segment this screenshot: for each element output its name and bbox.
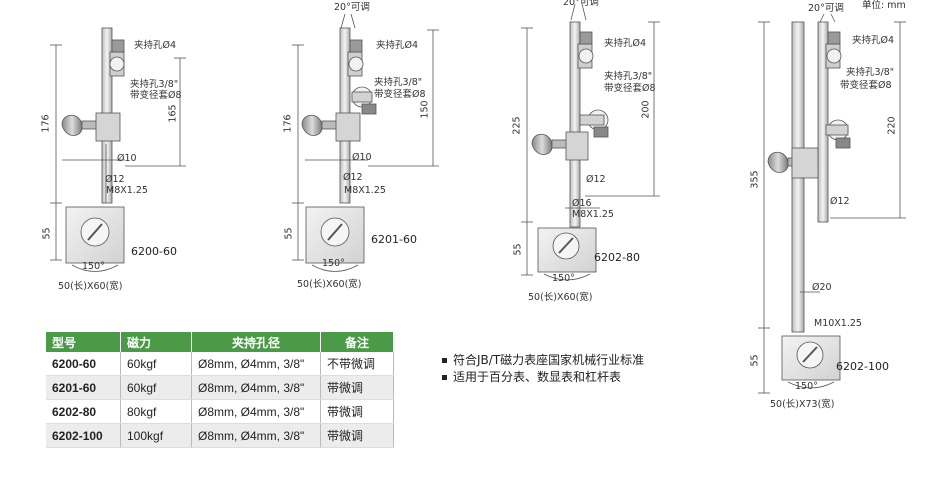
label-d10: Ø10	[117, 153, 137, 164]
label-sleeve: 带变径套Ø8	[840, 80, 892, 91]
dim-base-height: 55	[512, 243, 524, 256]
model-label: 6201-60	[371, 233, 417, 246]
col-remark: 备注	[320, 332, 394, 352]
figure-6202-100	[758, 13, 906, 394]
figure-6202-80	[521, 3, 660, 281]
col-clamp-hole: 夹持孔径	[191, 332, 321, 352]
label-base-size: 50(长)X60(宽)	[528, 292, 593, 303]
dim-total-height: 176	[40, 114, 52, 133]
dim-rod-height: 165	[167, 104, 179, 123]
cell-remark: 不带微调	[320, 352, 394, 376]
label-base-size: 50(长)X60(宽)	[58, 281, 123, 292]
label-thread: M8X1.25	[572, 209, 614, 220]
note-text: 适用于百分表、数显表和杠杆表	[453, 370, 622, 384]
label-d12: Ø12	[105, 174, 125, 185]
dim-base-height: 55	[41, 227, 53, 240]
label-thread: M10X1.25	[814, 318, 862, 329]
table-row: 6200-60 60kgf Ø8mm, Ø4mm, 3/8" 不带微调	[46, 352, 394, 376]
label-thread: M8X1.25	[106, 185, 148, 196]
label-adjust: 20°可调	[808, 3, 844, 14]
cell-remark: 带微调	[320, 399, 394, 424]
unit-label: 单位: mm	[862, 0, 906, 11]
label-hole: 夹持孔Ø4	[852, 35, 895, 46]
dim-base-height: 55	[749, 354, 761, 367]
cell-force: 60kgf	[120, 375, 192, 400]
dim-rod-height: 150	[419, 100, 431, 119]
dim-total-height: 176	[282, 114, 294, 133]
col-force: 磁力	[120, 332, 192, 352]
spec-table: 型号 磁力 夹持孔径 备注 6200-60 60kgf Ø8mm, Ø4mm, …	[46, 332, 394, 448]
label-hole-2: 夹持孔3/8"	[604, 71, 653, 82]
dim-rod-height: 200	[640, 100, 652, 119]
cell-clamp-hole: Ø8mm, Ø4mm, 3/8"	[191, 423, 321, 448]
bullet-icon	[442, 358, 447, 363]
label-sleeve: 带变径套Ø8	[374, 89, 426, 100]
label-d12: Ø12	[586, 174, 606, 185]
label-base-size: 50(长)X60(宽)	[297, 279, 362, 290]
feature-notes: 符合JB/T磁力表座国家机械行业标准 适用于百分表、数显表和杠杆表	[442, 352, 644, 386]
label-angle: 150°	[795, 381, 818, 392]
cell-force: 60kgf	[120, 352, 192, 376]
model-label: 6202-100	[836, 360, 889, 373]
note-text: 符合JB/T磁力表座国家机械行业标准	[453, 353, 645, 367]
table-row: 6202-100 100kgf Ø8mm, Ø4mm, 3/8" 带微调	[46, 423, 394, 448]
label-d12: Ø12	[830, 196, 850, 207]
model-label: 6202-80	[594, 251, 640, 264]
label-hole-2: 夹持孔3/8"	[846, 67, 895, 78]
table-header-row: 型号 磁力 夹持孔径 备注	[46, 332, 394, 352]
model-label: 6200-60	[131, 245, 177, 258]
note-item: 适用于百分表、数显表和杠杆表	[442, 369, 644, 386]
label-angle: 150°	[322, 258, 345, 269]
label-adjust: 20°可调	[563, 0, 599, 8]
table-row: 6202-80 80kgf Ø8mm, Ø4mm, 3/8" 带微调	[46, 399, 394, 424]
figure-6200-60	[50, 27, 186, 272]
label-base-size: 50(长)X73(宽)	[770, 399, 835, 410]
cell-model: 6200-60	[46, 352, 121, 376]
label-hole-2: 夹持孔3/8"	[130, 79, 179, 90]
label-hole-2: 夹持孔3/8"	[374, 77, 423, 88]
label-thread: M8X1.25	[344, 185, 386, 196]
cell-model: 6201-60	[46, 375, 121, 400]
label-d20: Ø20	[812, 282, 832, 293]
label-d16: Ø16	[572, 198, 592, 209]
dim-total-height: 225	[511, 116, 523, 135]
figure-6201-60	[292, 13, 439, 272]
label-sleeve: 带变径套Ø8	[604, 83, 656, 94]
cell-remark: 带微调	[320, 375, 394, 400]
label-sleeve: 带变径套Ø8	[130, 90, 182, 101]
label-d12: Ø12	[343, 172, 363, 183]
label-hole: 夹持孔Ø4	[604, 38, 647, 49]
label-d10: Ø10	[352, 152, 372, 163]
cell-model: 6202-100	[46, 423, 121, 448]
cell-force: 80kgf	[120, 399, 192, 424]
dim-base-height: 55	[283, 227, 295, 240]
label-hole: 夹持孔Ø4	[376, 40, 419, 51]
dim-rod-height: 220	[886, 116, 898, 135]
cell-clamp-hole: Ø8mm, Ø4mm, 3/8"	[191, 399, 321, 424]
label-angle: 150°	[552, 273, 575, 284]
col-model: 型号	[46, 332, 121, 352]
label-adjust: 20°可调	[334, 2, 370, 13]
label-hole: 夹持孔Ø4	[134, 40, 177, 51]
cell-model: 6202-80	[46, 399, 121, 424]
dim-total-height: 355	[749, 170, 761, 189]
bullet-icon	[442, 375, 447, 380]
cell-clamp-hole: Ø8mm, Ø4mm, 3/8"	[191, 375, 321, 400]
cell-remark: 带微调	[320, 423, 394, 448]
cell-force: 100kgf	[120, 423, 192, 448]
note-item: 符合JB/T磁力表座国家机械行业标准	[442, 352, 644, 369]
cell-clamp-hole: Ø8mm, Ø4mm, 3/8"	[191, 352, 321, 376]
label-angle: 150°	[82, 261, 105, 272]
table-row: 6201-60 60kgf Ø8mm, Ø4mm, 3/8" 带微调	[46, 375, 394, 400]
